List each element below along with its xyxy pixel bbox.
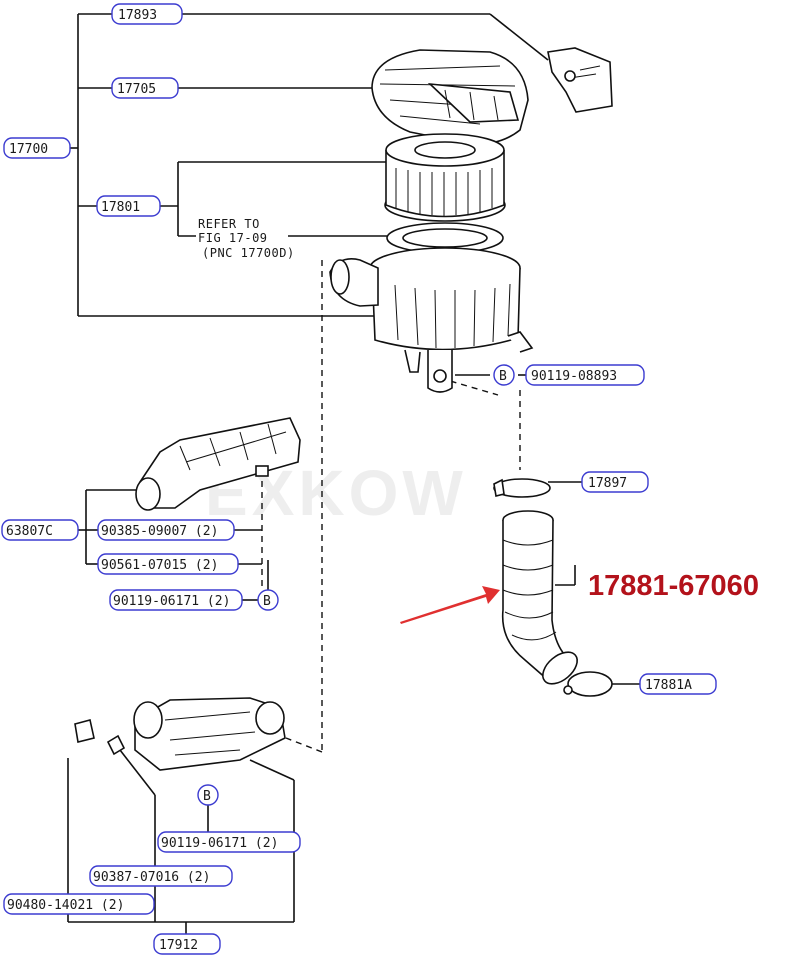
svg-text:17700: 17700 [9, 142, 48, 157]
svg-text:90387-07016 (2): 90387-07016 (2) [93, 870, 210, 885]
label-63807C: 63807C [1, 519, 79, 541]
air-duct-17912 [74, 697, 286, 771]
svg-text:63807C: 63807C [6, 524, 53, 539]
label-17705: 17705 [111, 77, 179, 99]
label-90387-07016: 90387-07016 (2) [89, 865, 233, 887]
svg-text:17893: 17893 [118, 8, 157, 23]
refer-note-line1: REFER TO [198, 217, 260, 231]
dashed-assembly-lines [261, 260, 521, 753]
b-marker: B [263, 594, 271, 609]
intake-hose-17881-67060 [501, 510, 578, 685]
svg-text:17801: 17801 [101, 200, 140, 215]
label-17881A: 17881A [639, 673, 717, 695]
hose-clamp-17897 [493, 478, 551, 498]
refer-note: REFER TO FIG 17-09 (PNC 17700D) [198, 217, 295, 260]
highlighted-part-number: 17881-67060 [588, 570, 759, 602]
label-90561-07015: 90561-07015 (2) [97, 553, 239, 575]
svg-text:17705: 17705 [117, 82, 156, 97]
label-90119-06171-upper: 90119-06171 (2) B [109, 589, 279, 611]
svg-text:90119-06171 (2): 90119-06171 (2) [113, 594, 230, 609]
refer-note-line3: (PNC 17700D) [202, 246, 295, 260]
svg-text:90385-09007 (2): 90385-09007 (2) [101, 524, 218, 539]
label-17897: 17897 [581, 471, 649, 493]
label-17912: 17912 [153, 933, 221, 955]
highlight-arrow [400, 586, 500, 624]
label-17893: 17893 [111, 3, 183, 25]
hose-clamp-17881A [563, 671, 613, 697]
svg-text:90119-06171 (2): 90119-06171 (2) [161, 836, 278, 851]
bracket-part-17893 [547, 47, 613, 113]
label-17801: 17801 [96, 195, 161, 217]
svg-text:17897: 17897 [588, 476, 627, 491]
gasket-ring [386, 222, 504, 254]
filter-element-17801 [384, 133, 506, 222]
svg-text:90561-07015 (2): 90561-07015 (2) [101, 558, 218, 573]
b-marker: B [203, 789, 211, 804]
b-marker: B [499, 369, 507, 384]
label-90480-14021: 90480-14021 (2) [3, 893, 155, 915]
leader-lines [67, 13, 640, 935]
svg-text:90119-08893: 90119-08893 [531, 369, 617, 384]
air-cleaner-cover-17705 [371, 49, 529, 146]
label-90119-08893: B 90119-08893 [493, 364, 645, 386]
air-intake-63807C [135, 417, 301, 511]
refer-note-line2: FIG 17-09 [198, 231, 268, 245]
svg-text:17912: 17912 [159, 938, 198, 953]
svg-text:90480-14021 (2): 90480-14021 (2) [7, 898, 124, 913]
label-90385-09007: 90385-09007 (2) [97, 519, 235, 541]
svg-text:17881A: 17881A [645, 678, 692, 693]
label-17700: 17700 [3, 137, 71, 159]
air-cleaner-housing [329, 247, 534, 393]
label-90119-06171-lower: B 90119-06171 (2) [157, 784, 301, 853]
